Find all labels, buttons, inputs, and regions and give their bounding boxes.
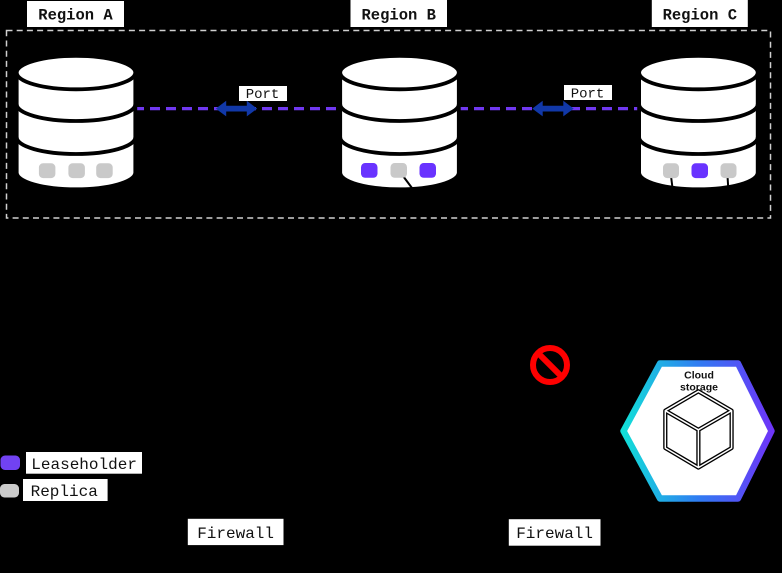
svg-text:Cloud: Cloud bbox=[684, 370, 714, 382]
svg-text:Region C: Region C bbox=[663, 7, 737, 25]
svg-text:storage: storage bbox=[680, 382, 718, 394]
svg-text:Leaseholder: Leaseholder bbox=[31, 456, 137, 474]
svg-text:Firewall: Firewall bbox=[197, 525, 274, 543]
svg-text:Port: Port bbox=[571, 86, 605, 102]
svg-text:Region B: Region B bbox=[361, 7, 435, 25]
svg-text:Region A: Region A bbox=[38, 7, 113, 25]
svg-text:Firewall: Firewall bbox=[516, 525, 593, 543]
svg-text:Port: Port bbox=[246, 87, 280, 103]
svg-text:Replica: Replica bbox=[31, 483, 99, 501]
